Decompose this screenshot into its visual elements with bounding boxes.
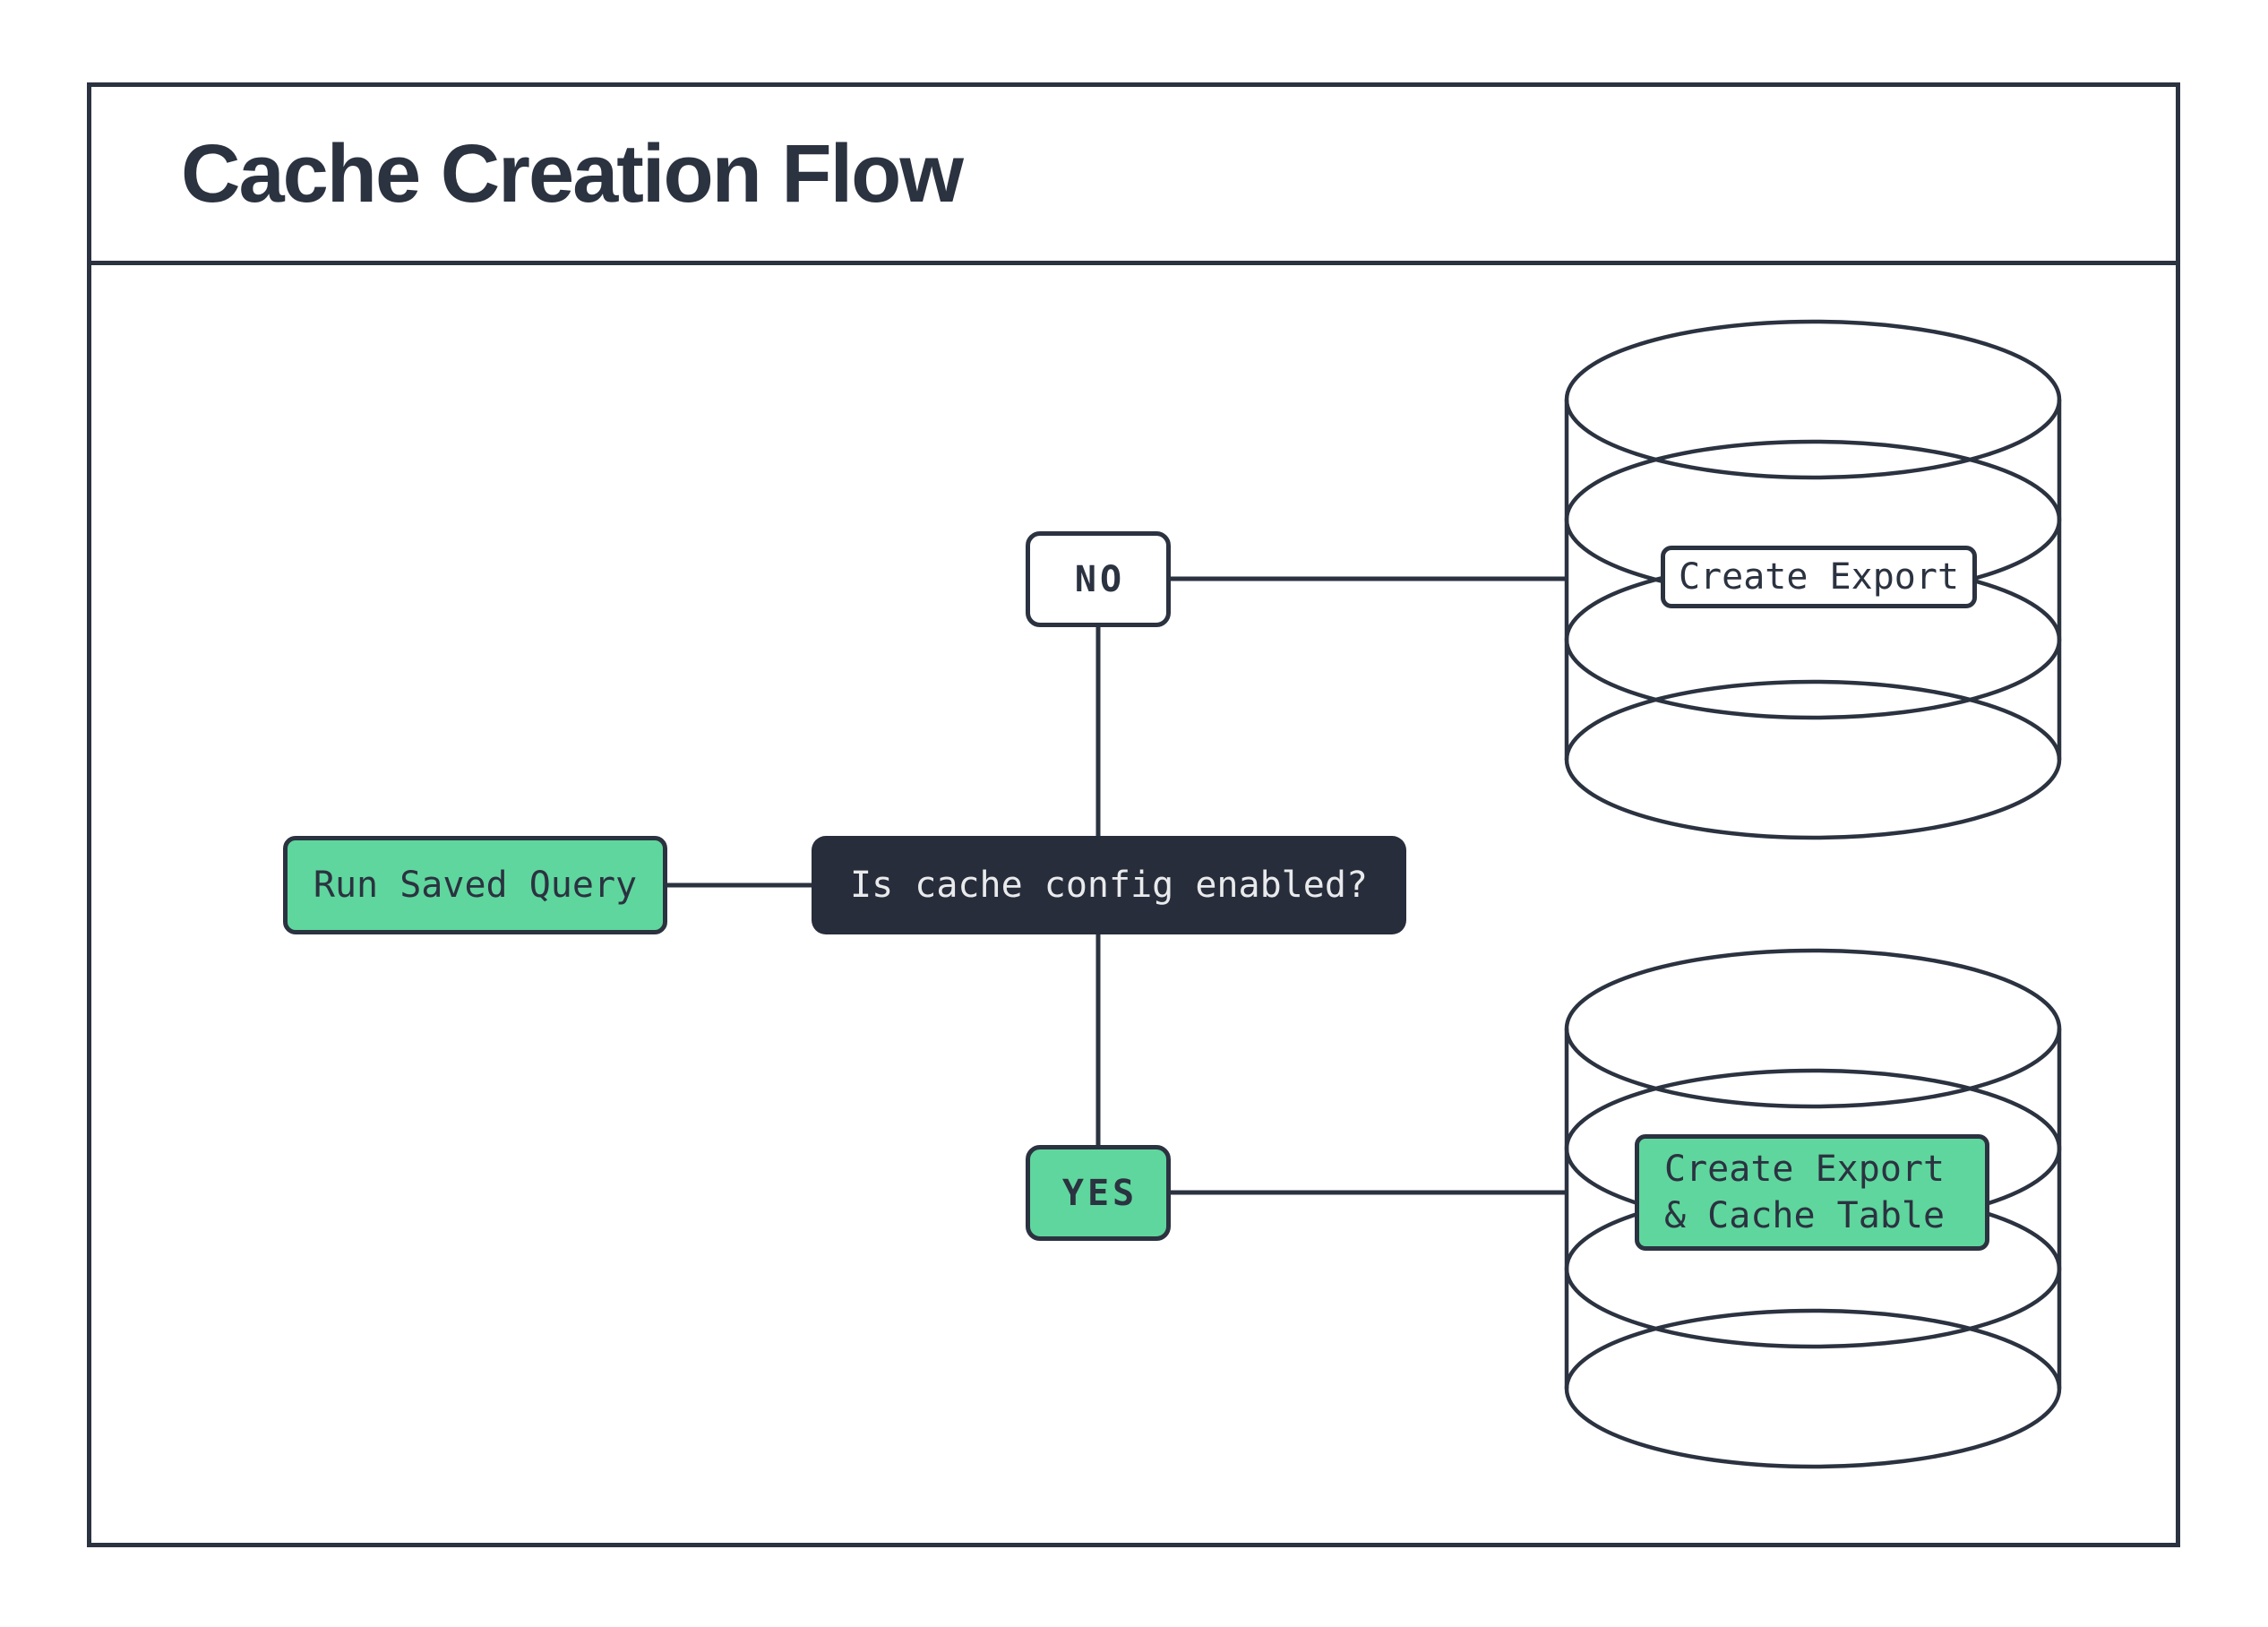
start-node-label: Run Saved Query [313,865,638,906]
start-node-run-saved-query: Run Saved Query [283,836,667,934]
result-cache-table-line1: Create Export [1664,1149,1946,1190]
page-title: Cache Creation Flow [181,127,964,220]
decision-node-cache-config: Is cache config enabled? [812,836,1406,934]
decision-node-label: Is cache config enabled? [850,865,1368,906]
result-create-export-text: Create Export [1678,556,1960,598]
branch-no-text: NO [1074,558,1126,600]
result-node-create-export: Create Export [1661,546,1977,608]
diagram-header: Cache Creation Flow [91,87,2176,265]
diagram-frame: Cache Creation Flow [87,82,2180,1547]
result-node-create-export-cache-table: Create Export & Cache Table [1635,1134,1989,1251]
branch-label-yes: YES [1026,1145,1171,1241]
result-cache-table-line2: & Cache Table [1664,1195,1946,1236]
branch-label-no: NO [1026,531,1171,627]
branch-yes-text: YES [1061,1172,1138,1214]
